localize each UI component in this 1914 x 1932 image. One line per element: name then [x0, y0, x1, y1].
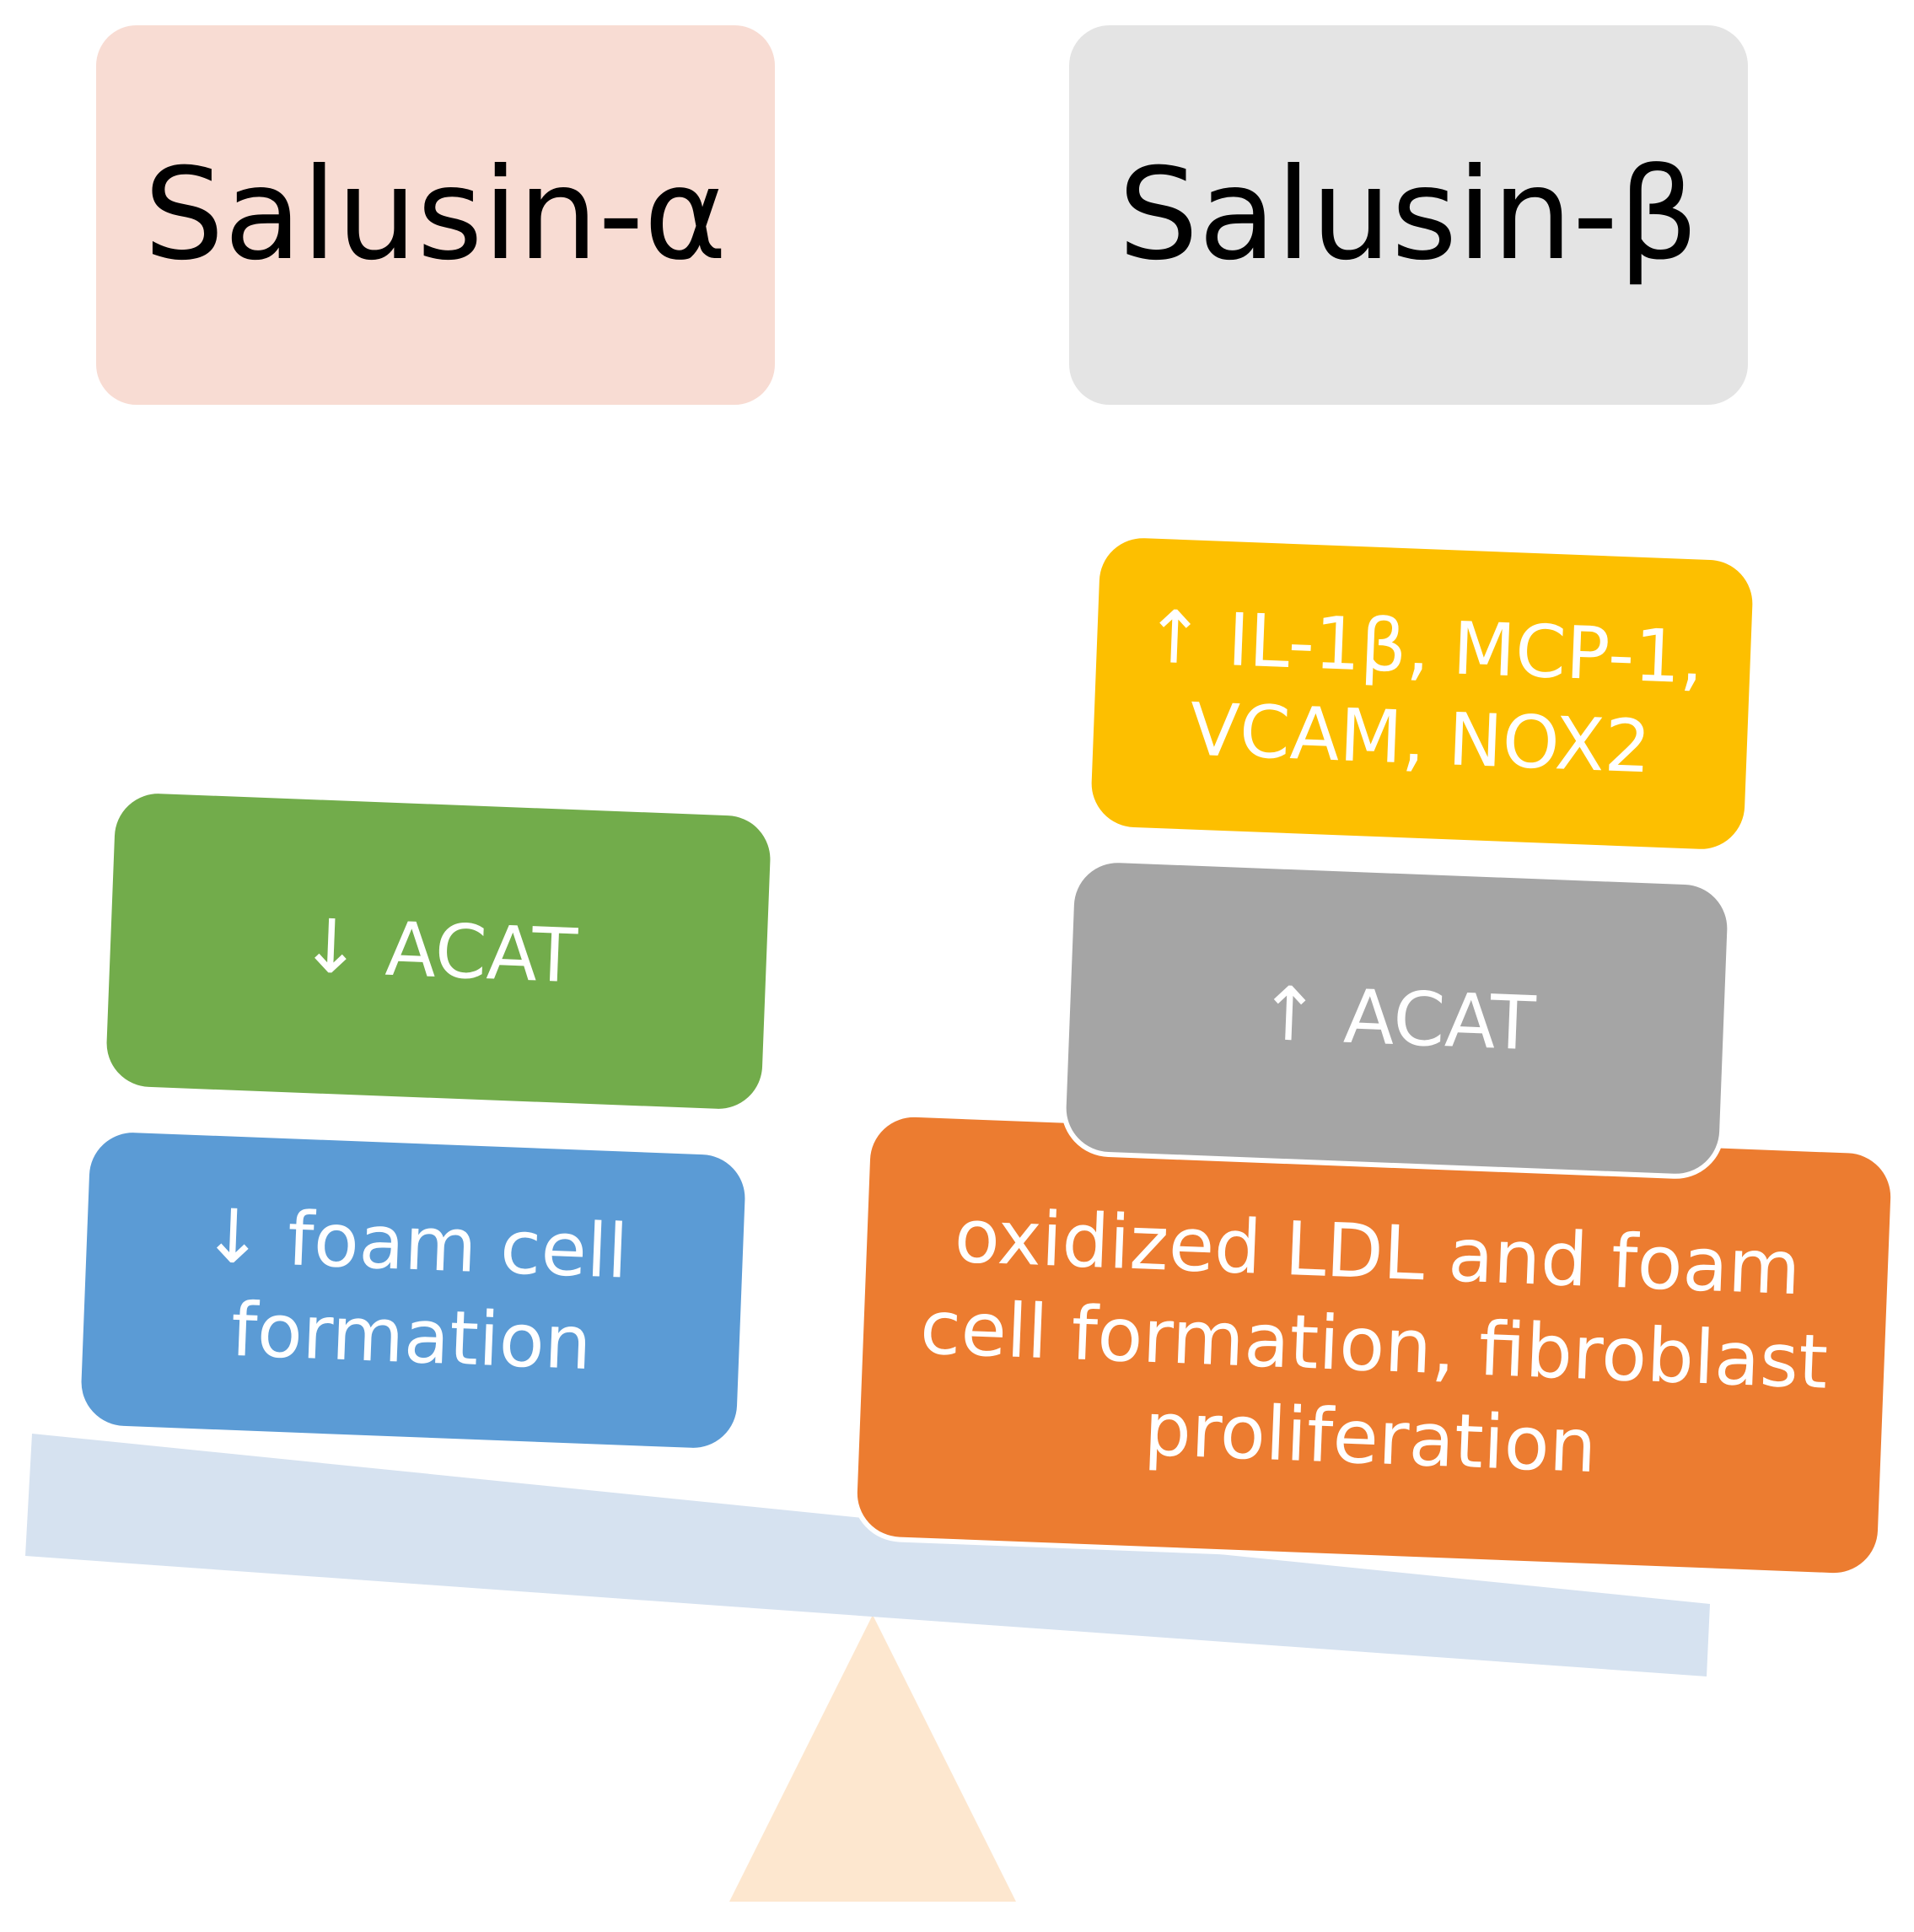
salusin-beta-label: Salusin-β	[1118, 142, 1699, 288]
acat-increase-label: ↑ ACAT	[1256, 969, 1537, 1067]
balance-beam	[25, 1434, 1710, 1676]
foam-cell-decrease-label: ↓ foam cell formation	[200, 1192, 630, 1387]
salusin-alpha-label: Salusin-α	[143, 142, 728, 288]
salusin-beta-header: Salusin-β	[1069, 25, 1748, 405]
acat-decrease-box: ↓ ACAT	[99, 786, 777, 1117]
salusin-alpha-header: Salusin-α	[96, 25, 775, 405]
oxidized-ldl-box: oxidized LDL and foam cell formation, fi…	[850, 1110, 1898, 1580]
foam-cell-decrease-box: ↓ foam cell formation	[74, 1125, 752, 1456]
oxidized-ldl-label: oxidized LDL and foam cell formation, fi…	[918, 1192, 1830, 1490]
acat-increase-box: ↑ ACAT	[1059, 856, 1734, 1181]
fulcrum-triangle	[729, 1615, 1016, 1902]
cytokines-increase-label: ↑ IL-1β, MCP-1, VCAM, NOX2	[1142, 595, 1706, 789]
cytokines-increase-box: ↑ IL-1β, MCP-1, VCAM, NOX2	[1084, 531, 1760, 856]
acat-decrease-label: ↓ ACAT	[298, 901, 579, 1000]
